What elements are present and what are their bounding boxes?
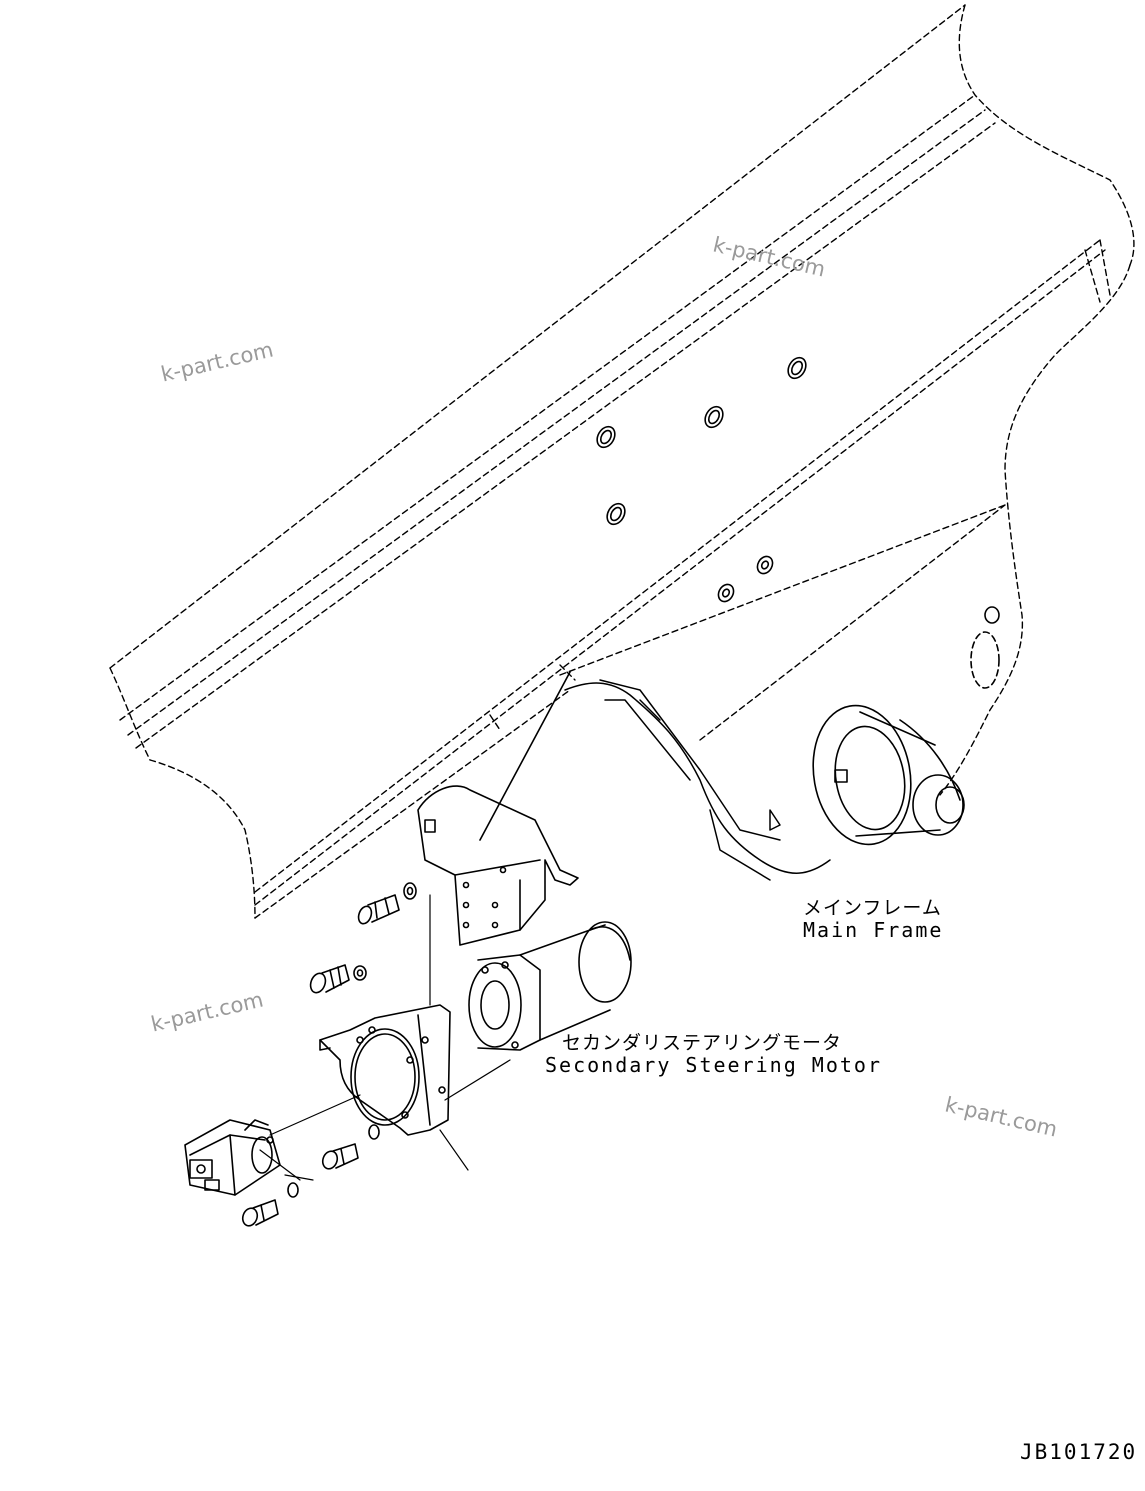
upper-bracket <box>417 785 579 946</box>
frame-leader-line <box>479 671 571 841</box>
pump <box>184 1119 281 1196</box>
bolt-pump-lower <box>241 1182 299 1227</box>
motor-label-jp: セカンダリステアリングモータ <box>562 1032 843 1054</box>
drawing-code: JB101720 <box>1020 1440 1138 1464</box>
steering-motor <box>468 921 632 1051</box>
bolt-upper <box>357 882 417 925</box>
leader-lines <box>259 894 511 1181</box>
main-frame <box>109 4 1135 919</box>
frame-holes <box>596 356 1000 689</box>
frame-arm <box>564 679 831 881</box>
motor-bracket <box>319 1004 451 1136</box>
bolt-mid <box>309 964 367 994</box>
frame-trunnion <box>812 704 965 846</box>
main-frame-label-en: Main Frame <box>803 918 944 942</box>
bolt-pump-upper <box>321 1124 380 1170</box>
main-frame-label-jp: メインフレーム <box>803 897 942 919</box>
motor-label-en: Secondary Steering Motor <box>545 1053 882 1077</box>
